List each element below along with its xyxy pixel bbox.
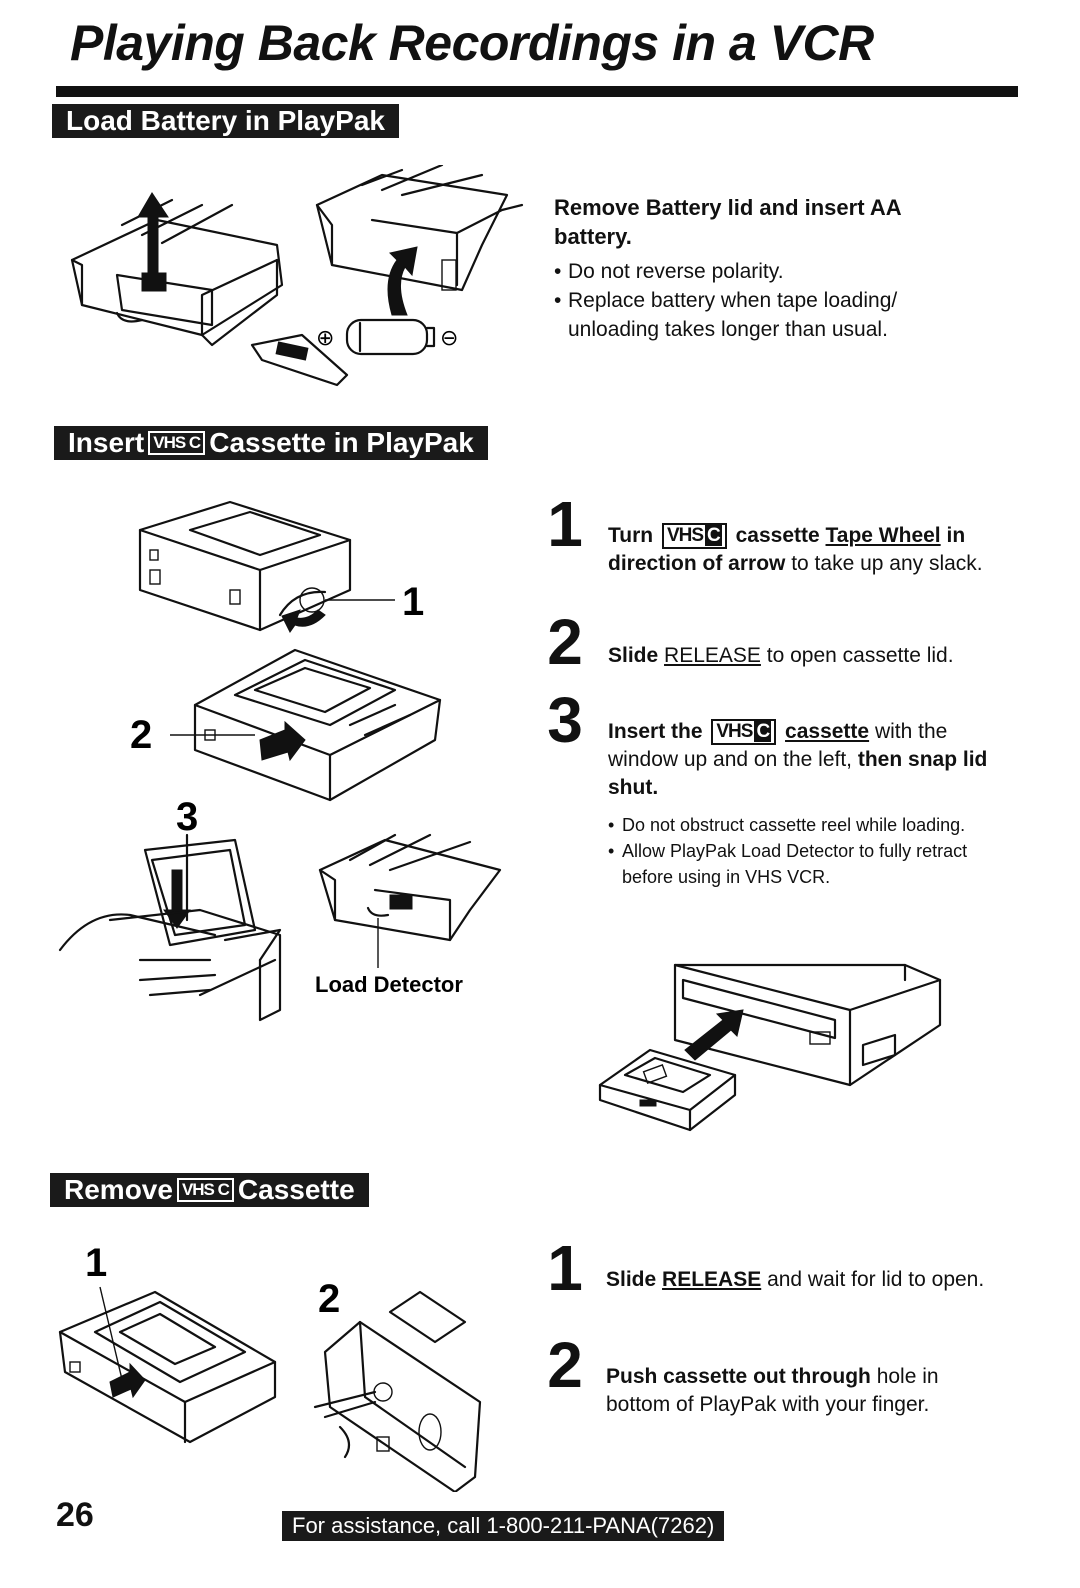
page-number: 26 bbox=[56, 1496, 94, 1534]
insert-notes: Do not obstruct cassette reel while load… bbox=[608, 812, 998, 890]
playpak-battery-insert-drawing bbox=[315, 165, 524, 316]
remove-step-1-p1: Slide bbox=[606, 1268, 657, 1291]
section-heading-insert-before: Insert bbox=[68, 427, 145, 458]
insert-step-3-p1: Insert the bbox=[608, 720, 703, 743]
remove-step-2-number: 2 bbox=[547, 1329, 583, 1401]
insert-step-2-p3: to open cassette lid. bbox=[766, 644, 954, 667]
remove-step-2-p2: hole in bottom of PlayPak with your fing… bbox=[606, 1365, 939, 1416]
plus-icon: ⊕ bbox=[316, 326, 334, 351]
remove-step-1: Slide RELEASE and wait for lid to open. bbox=[606, 1266, 1006, 1294]
remove-step-1-p3: and wait for lid to open. bbox=[767, 1268, 985, 1291]
title-rule bbox=[56, 86, 1018, 97]
remove-callout-1: 1 bbox=[85, 1241, 107, 1285]
section-heading-battery: Load Battery in PlayPak bbox=[52, 104, 400, 138]
battery-bullet-polarity: Do not reverse polarity. bbox=[554, 257, 984, 286]
insert-step-1-p1: Turn bbox=[608, 524, 654, 547]
insert-step-2-p1: Slide bbox=[608, 644, 659, 667]
battery-illustration: ⊕ ⊖ bbox=[70, 165, 524, 387]
remove-step-2: Push cassette out through hole in bottom… bbox=[606, 1363, 1006, 1419]
vhsc-logo-icon: VHS C bbox=[176, 1178, 234, 1202]
playpak-release-drawing bbox=[170, 648, 442, 802]
remove-step-1-number: 1 bbox=[547, 1232, 583, 1304]
section-heading-remove-after: Cassette bbox=[237, 1174, 355, 1205]
insert-note-detector: Allow PlayPak Load Detector to fully ret… bbox=[608, 838, 998, 890]
insert-callout-3: 3 bbox=[176, 795, 198, 839]
section-heading-remove-before: Remove bbox=[64, 1174, 173, 1205]
remove-step-2-p1: Push cassette out through bbox=[606, 1365, 871, 1388]
battery-bullets: Do not reverse polarity. Replace battery… bbox=[554, 257, 984, 344]
battery-lid-drawing bbox=[250, 333, 349, 387]
minus-icon: ⊖ bbox=[440, 326, 458, 351]
insert-illustration: 1 2 3 Load Detector bbox=[58, 500, 502, 1022]
insert-step-3-p3: with the window up and on the left, bbox=[608, 720, 948, 771]
battery-instructions: Remove Battery lid and insert AA battery… bbox=[554, 193, 984, 344]
insert-step-2-number: 2 bbox=[547, 606, 583, 678]
remove-step-1-p2: RELEASE bbox=[662, 1268, 762, 1291]
playpak-load-detector-drawing bbox=[318, 833, 502, 968]
playpak-slide-release-drawing bbox=[58, 1286, 277, 1444]
insert-step-2: Slide RELEASE to open cassette lid. bbox=[608, 642, 1018, 670]
insert-step-3-p2: cassette bbox=[785, 720, 870, 743]
playpak-cassette-drawing bbox=[598, 1048, 737, 1132]
remove-illustration: 1 2 bbox=[58, 1241, 482, 1492]
section-heading-battery-text: Load Battery in PlayPak bbox=[66, 105, 386, 136]
hand-snap-lid-drawing bbox=[58, 833, 282, 1022]
finger-push-cassette-drawing bbox=[313, 1290, 482, 1492]
insert-step-1-p5: to take up any slack. bbox=[791, 552, 983, 575]
insert-step-1-p3: Tape Wheel bbox=[825, 524, 941, 547]
vcr-illustration bbox=[598, 963, 942, 1132]
battery-instruction-heading: Remove Battery lid and insert AA battery… bbox=[554, 195, 901, 249]
assistance-banner: For assistance, call 1-800-211-PANA(7262… bbox=[282, 1511, 725, 1541]
insert-step-1-number: 1 bbox=[547, 488, 583, 560]
playpak-battery-open-drawing bbox=[70, 192, 284, 347]
vcr-drawing bbox=[673, 963, 942, 1087]
load-detector-label: Load Detector bbox=[315, 972, 463, 997]
insert-step-2-p2: RELEASE bbox=[664, 644, 761, 667]
insert-arrow-icon bbox=[684, 1009, 744, 1061]
insert-step-1-p4: in direction of arrow bbox=[608, 524, 966, 575]
insert-step-3-p4: then snap lid shut. bbox=[608, 748, 988, 799]
page-title: Playing Back Recordings in a VCR bbox=[70, 15, 874, 71]
vhsc-logo-icon: VHS C bbox=[148, 431, 206, 455]
aa-battery-drawing bbox=[345, 318, 436, 356]
insert-callout-2: 2 bbox=[130, 713, 152, 757]
remove-callout-2: 2 bbox=[318, 1277, 340, 1321]
insert-note-reel: Do not obstruct cassette reel while load… bbox=[608, 812, 998, 838]
insert-callout-1: 1 bbox=[402, 580, 424, 624]
section-heading-insert-after: Cassette in PlayPak bbox=[209, 427, 474, 458]
insert-step-1-p2: cassette bbox=[735, 524, 820, 547]
vhsc-cassette-drawing bbox=[138, 500, 395, 633]
insert-step-3-number: 3 bbox=[547, 684, 583, 756]
battery-bullet-replace: Replace battery when tape loading/ unloa… bbox=[554, 286, 984, 344]
